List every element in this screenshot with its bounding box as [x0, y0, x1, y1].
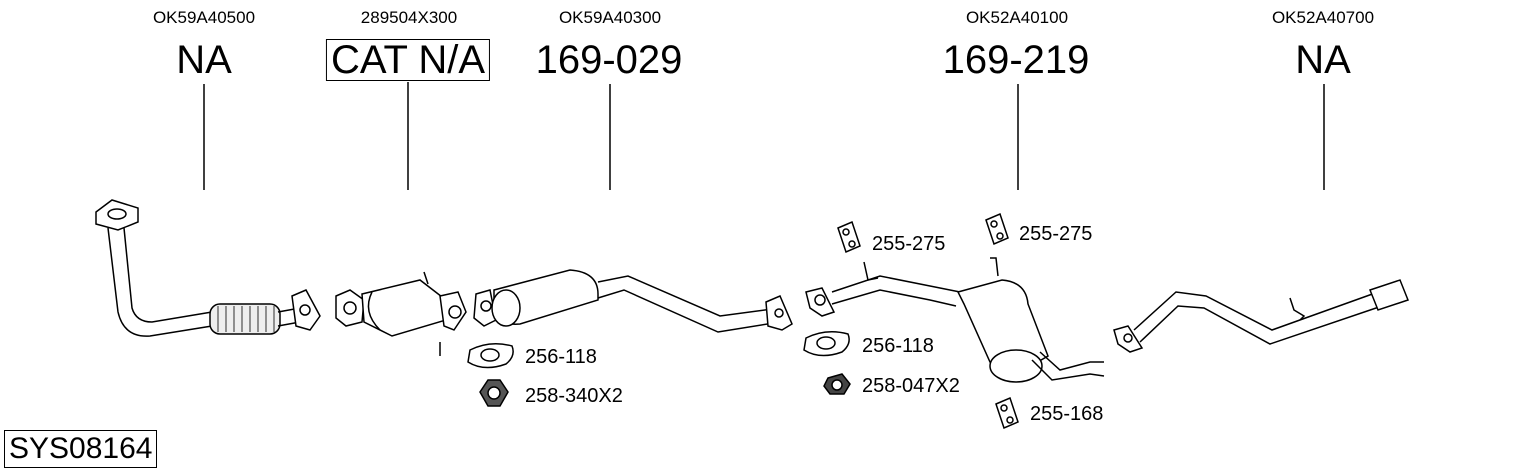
part-number-intermediate: 169-029: [535, 38, 683, 82]
rubber-hanger-icon: [995, 396, 1019, 430]
gasket-icon: [803, 331, 850, 357]
gasket-icon: [467, 343, 514, 369]
part-number-rear-silencer: 169-219: [942, 38, 1090, 82]
accessory-label-nut-1: 258-340X2: [525, 385, 623, 407]
oem-number-front-pipe: OK59A40500: [152, 8, 256, 27]
accessory-label-gasket-2: 256-118: [862, 335, 934, 357]
oem-number-tail-pipe: OK52A40700: [1271, 8, 1375, 27]
part-number-catalyst: CAT N/A: [325, 39, 491, 81]
front-pipe: [95, 199, 321, 337]
rubber-hanger-icon: [837, 220, 861, 254]
oem-number-rear-silencer: OK52A40100: [965, 8, 1069, 27]
accessory-label-gasket-1: 256-118: [525, 346, 597, 368]
rubber-hanger-icon: [985, 212, 1009, 246]
accessory-label-nut-2: 258-047X2: [862, 375, 960, 397]
system-code: SYS08164: [4, 430, 158, 468]
tail-pipe: [1113, 279, 1409, 353]
intermediate-silencer: [473, 269, 793, 333]
accessory-label-hanger-1: 255-275: [872, 233, 946, 255]
part-number-front-pipe: NA: [176, 38, 232, 82]
flange-nut-icon: [823, 373, 851, 395]
oem-number-intermediate: OK59A40300: [558, 8, 662, 27]
catalytic-converter: [335, 271, 467, 356]
nut-icon: [479, 379, 509, 407]
part-number-tail-pipe: NA: [1295, 38, 1351, 82]
accessory-label-hanger-2: 255-275: [1019, 223, 1093, 245]
rear-silencer: [805, 257, 1105, 383]
oem-number-catalyst: 289504X300: [360, 8, 458, 27]
accessory-label-hanger-3: 255-168: [1030, 403, 1104, 425]
